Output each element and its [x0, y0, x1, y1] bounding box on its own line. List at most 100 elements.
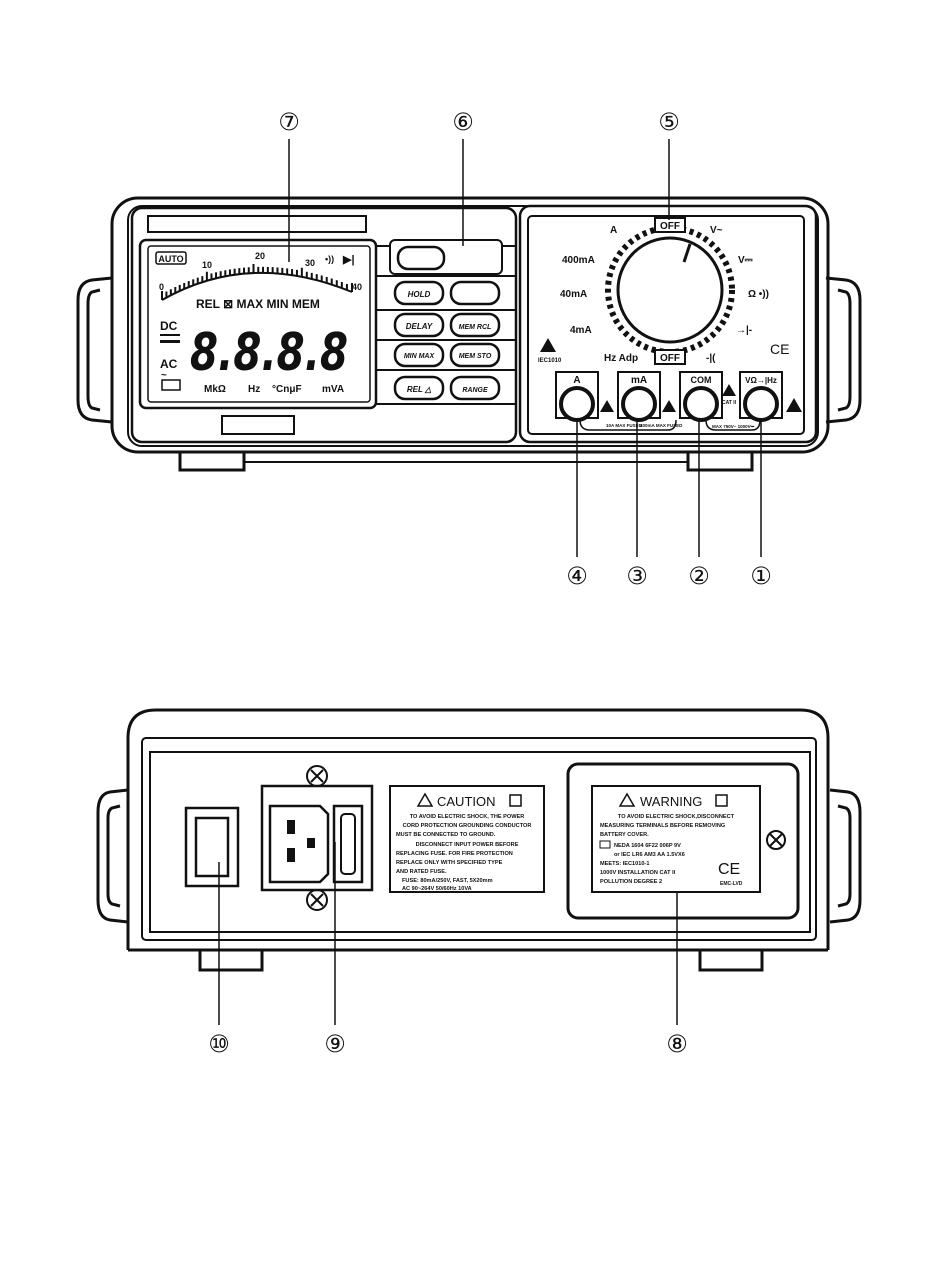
jack-com-label: COM	[691, 375, 712, 385]
mem-sto-button[interactable]: MEM STO	[449, 342, 501, 368]
callout-8: ⑧	[666, 1030, 688, 1058]
screw-icon	[306, 765, 328, 787]
mem-rcl-button[interactable]: MEM RCL	[449, 312, 501, 338]
beep-icon: •))	[325, 254, 334, 264]
dial-4ma: 4mA	[570, 325, 592, 336]
dial-cap: -|(	[706, 353, 716, 364]
jack-ma-label: mA	[631, 375, 647, 386]
warning-label	[591, 785, 761, 893]
range-button[interactable]: RANGE	[449, 375, 501, 401]
caution-line: AC 90~264V 50/60Hz 10VA	[402, 886, 472, 892]
max-volt-label: MAX 750V~ 1000V⎓	[712, 424, 755, 429]
right-handle	[825, 276, 862, 424]
caution-line: REPLACE ONLY WITH SPECIFIED TYPE	[396, 860, 503, 866]
caution-line: CORD PROTECTION GROUNDING CONDUCTOR	[403, 823, 532, 829]
callout-3: ③	[626, 562, 648, 590]
left-handle	[96, 788, 129, 924]
power-button[interactable]	[396, 245, 446, 271]
caution-line: REPLACING FUSE. FOR FIRE PROTECTION	[396, 851, 513, 857]
callout-4: ④	[566, 562, 588, 590]
jack-a[interactable]	[559, 386, 595, 422]
svg-text:~: ~	[161, 370, 167, 381]
caution-line: FUSE: 80mA/250V, FAST, 5X20mm	[402, 878, 493, 884]
battery-icon	[161, 379, 181, 391]
unit-hz: Hz	[248, 384, 260, 395]
lcd-status-row: REL ⊠ MAX MIN MEM	[196, 297, 320, 311]
warning-line: BATTERY COVER.	[600, 832, 649, 838]
warning-triangle-icon	[618, 792, 636, 807]
scale-tick-10: 10	[202, 260, 212, 270]
warning-icon	[786, 398, 802, 412]
fuse-holder[interactable]	[332, 804, 364, 884]
iec-power-socket[interactable]	[268, 804, 330, 884]
fuse-icon	[340, 813, 356, 875]
dial-ring	[605, 225, 735, 355]
callout-1: ①	[750, 562, 772, 590]
svg-text:MEM RCL: MEM RCL	[459, 324, 492, 331]
blank-button[interactable]	[449, 280, 501, 306]
scale-tick-40: 40	[352, 282, 362, 292]
fused-a-label: 10A MAX FUSED	[606, 423, 643, 428]
jack-a-label: A	[573, 375, 580, 386]
double-insulation-icon	[509, 794, 522, 807]
display-panel	[130, 206, 518, 444]
jack-ma[interactable]	[621, 386, 657, 422]
dial-diode: →|-	[736, 325, 752, 336]
dial-pointer	[682, 243, 692, 263]
callout-9: ⑨	[324, 1030, 346, 1058]
unit-cap: °CnμF	[272, 384, 302, 395]
warning-line: 1000V INSTALLATION CAT II	[600, 870, 676, 876]
dial-a: A	[610, 225, 617, 236]
battery-cover[interactable]	[566, 762, 800, 920]
jack-com[interactable]	[683, 386, 719, 422]
hold-button[interactable]: HOLD	[393, 280, 445, 306]
dial-off-top: OFF	[660, 221, 680, 232]
dial-ohm: Ω •))	[748, 289, 769, 300]
jack-vohm[interactable]	[743, 386, 779, 422]
caution-label	[389, 785, 545, 893]
front-foot-right	[686, 450, 754, 472]
callout-7: ⑦	[278, 108, 300, 136]
power-switch[interactable]	[194, 816, 230, 878]
svg-text:MEM STO: MEM STO	[459, 353, 492, 360]
svg-text:RANGE: RANGE	[462, 387, 488, 394]
dial-40ma: 40mA	[560, 289, 587, 300]
callout-6: ⑥	[452, 108, 474, 136]
svg-text:REL △: REL △	[407, 385, 432, 394]
svg-text:MIN MAX: MIN MAX	[404, 353, 436, 360]
svg-text:HOLD: HOLD	[408, 290, 431, 299]
caution-title: CAUTION	[437, 794, 496, 809]
lcd	[147, 245, 371, 403]
svg-text:DELAY: DELAY	[406, 322, 433, 331]
battery-icon	[599, 840, 611, 849]
rear-foot-left	[198, 948, 264, 972]
warning-icon	[600, 400, 614, 412]
rel-button[interactable]: REL △	[393, 375, 445, 401]
warning-line: MEETS: IEC1010-1	[600, 861, 649, 867]
dial-hz-adp: Hz Adp	[604, 353, 638, 364]
warning-line: NEDA 1604 6F22 006P 9V	[614, 843, 681, 849]
delay-button[interactable]: DELAY	[393, 312, 445, 338]
warning-line: POLLUTION DEGREE 2	[600, 879, 662, 885]
iec-warning-icon	[540, 338, 556, 352]
front-foot-left	[178, 450, 246, 472]
iec-label: IEC1010	[538, 358, 562, 364]
lcd-dc: DC	[160, 319, 178, 333]
dial-400ma: 400mA	[562, 255, 595, 266]
scale-tick-0: 0	[159, 282, 164, 292]
screw-icon	[766, 830, 786, 850]
warning-line: MEASURING TERMINALS BEFORE REMOVING	[600, 823, 725, 829]
caution-line: DISCONNECT INPUT POWER BEFORE	[416, 842, 519, 848]
min-max-button[interactable]: MIN MAX	[393, 342, 445, 368]
callout-5: ⑤	[658, 108, 680, 136]
top-slot	[147, 215, 367, 233]
rear-foot-right	[698, 948, 764, 972]
lcd-outer	[138, 238, 378, 410]
lcd-ac: AC	[160, 357, 178, 371]
lcd-auto: AUTO	[158, 254, 183, 264]
ce-mark: CE	[770, 341, 789, 357]
rotary-dial[interactable]	[616, 236, 724, 344]
warning-icon	[722, 384, 736, 396]
callout-10: ⑩	[208, 1030, 230, 1058]
